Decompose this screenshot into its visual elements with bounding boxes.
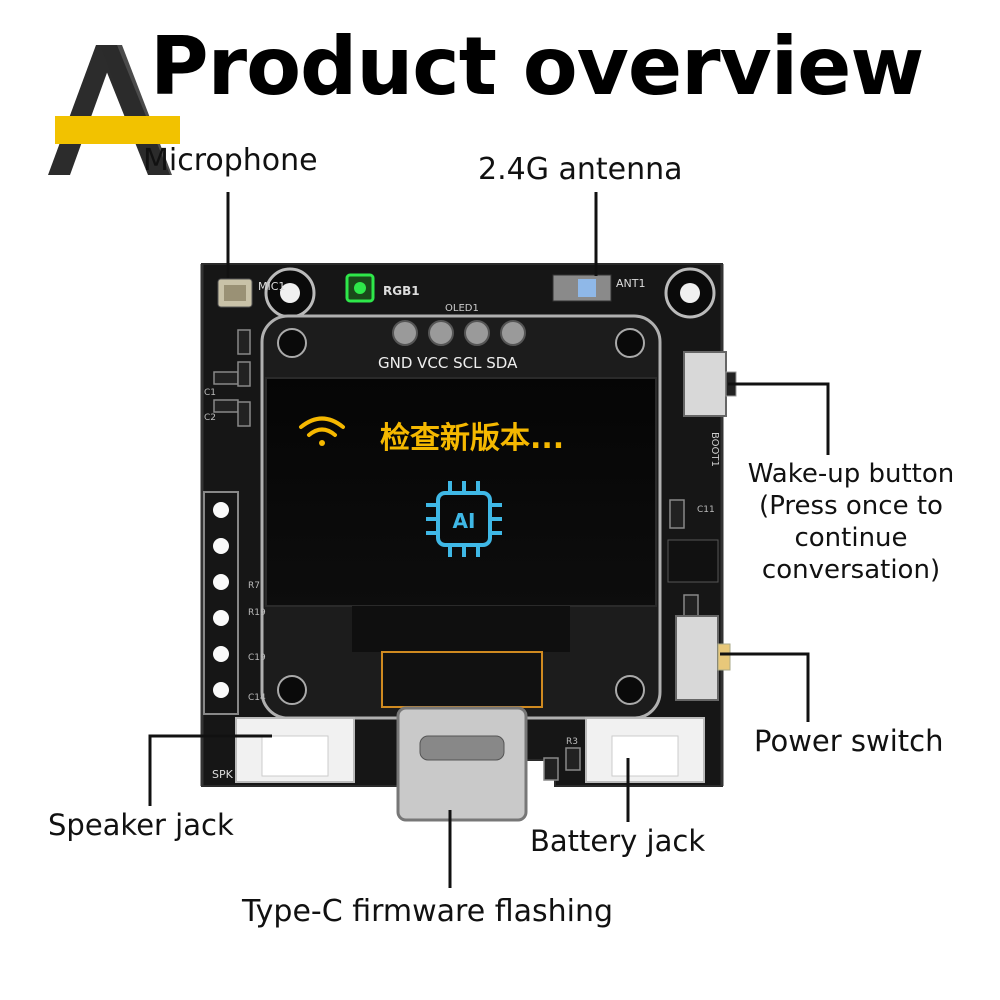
power-switch-component (675, 615, 719, 701)
silk-c11: C11 (697, 505, 715, 515)
label-battery-jack: Battery jack (530, 824, 706, 858)
callout-lines (148, 192, 830, 888)
ant-silk-label: ANT1 (616, 277, 645, 290)
callout-speaker (148, 734, 272, 806)
boot-silk-label: BOOT1 (709, 432, 720, 467)
chip-text: AI (453, 509, 476, 533)
boot-button (683, 351, 727, 417)
ai-chip-icon (426, 481, 502, 557)
label-wake-line3: continue (794, 523, 908, 553)
label-wake-line4: conversation) (761, 555, 941, 585)
label-antenna: 2.4G antenna (478, 152, 683, 187)
left-header (203, 491, 239, 715)
oled-silk-label: OLED1 (445, 303, 479, 314)
wifi-icon (299, 416, 345, 446)
regulator-ic (667, 539, 719, 583)
pin-sda (500, 320, 526, 346)
label-wake-line1: Wake-up button (747, 459, 955, 489)
screen-ribbon (352, 606, 570, 652)
label-speaker-jack: Speaker jack (48, 808, 234, 842)
spk-silk-label: SPK (212, 768, 234, 781)
silk-c14: C14 (248, 693, 266, 703)
pin-gnd (392, 320, 418, 346)
page-title: Product overview (150, 20, 924, 113)
logo-accent-bar (55, 116, 180, 144)
pin-scl (464, 320, 490, 346)
silk-c2: C2 (204, 413, 216, 423)
callout-power (720, 652, 810, 722)
callout-wake (728, 382, 830, 455)
screen-status-text: 检查新版本... (380, 421, 564, 456)
silk-r3: R3 (566, 737, 578, 747)
label-power-switch: Power switch (754, 724, 944, 758)
silk-r19: R19 (248, 608, 266, 618)
label-wake-line2: (Press once to (759, 491, 943, 521)
brand-logo (48, 45, 180, 175)
typec-port (396, 706, 528, 822)
label-typec: Type-C firmware flashing (242, 894, 614, 929)
silk-r7: R7 (248, 581, 260, 591)
label-wake-button: Wake-up button (Press once to continue c… (720, 458, 982, 586)
label-microphone: Microphone (143, 143, 318, 178)
silk-c19: C19 (248, 653, 266, 663)
pin-vcc (428, 320, 454, 346)
mic-silk-label: MIC1 (258, 280, 285, 293)
pin-labels: GND VCC SCL SDA (378, 354, 518, 372)
rgb-silk-label: RGB1 (383, 284, 420, 298)
silk-c1: C1 (204, 388, 216, 398)
